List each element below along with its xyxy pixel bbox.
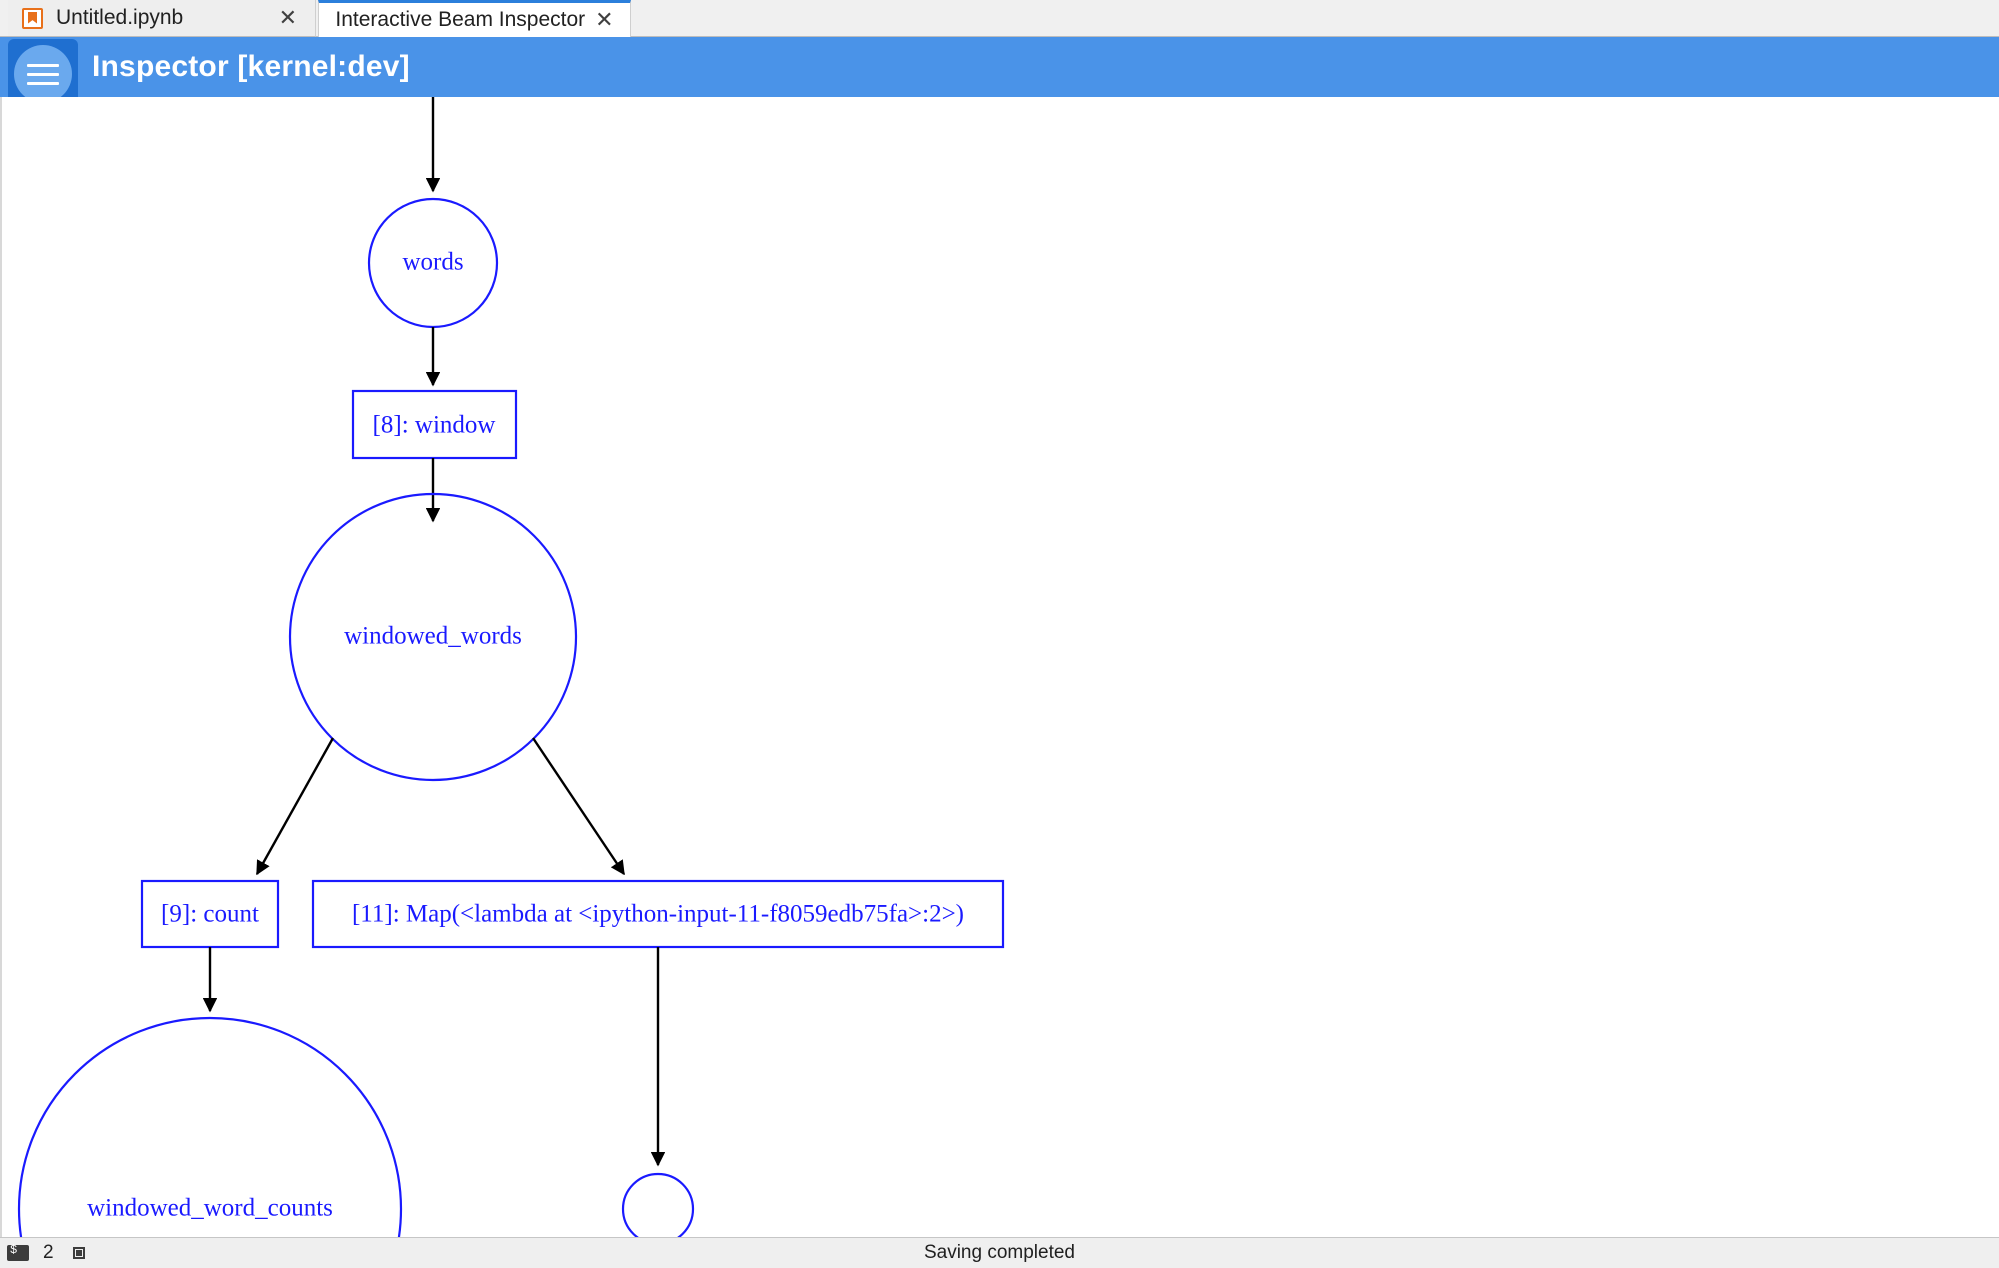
hamburger-icon — [27, 64, 59, 85]
status-message: Saving completed — [923, 1242, 1076, 1263]
tab-label: Interactive Beam Inspector — [335, 8, 586, 31]
tab-bar: Untitled.ipynb ✕ Interactive Beam Inspec… — [0, 0, 1999, 37]
inspector-header: Inspector [kernel:dev] — [0, 37, 1999, 109]
node-count-label: [9]: count — [161, 901, 259, 928]
terminal-icon[interactable] — [7, 1243, 29, 1261]
node-unnamed-shape[interactable] — [621, 1172, 695, 1237]
node-words-label: words — [402, 249, 463, 276]
node-window-label: [8]: window — [373, 412, 496, 439]
status-bar: 2 Saving completed — [0, 1237, 1999, 1268]
beam-graph-canvas[interactable]: words [8]: window windowed_words [9]: co… — [0, 97, 1999, 1237]
close-icon[interactable]: ✕ — [595, 7, 614, 32]
node-windowed-word-counts-label: windowed_word_counts — [87, 1195, 333, 1222]
kernel-icon[interactable] — [70, 1244, 88, 1262]
page-title: Inspector [kernel:dev] — [92, 50, 410, 83]
edge-windowed-words-to-map — [532, 737, 625, 876]
tab-interactive-beam-inspector[interactable]: Interactive Beam Inspector ✕ — [318, 0, 631, 37]
notebook-icon — [22, 7, 43, 29]
terminal-count: 2 — [43, 1242, 54, 1263]
node-windowed-words-shape[interactable] — [288, 492, 578, 782]
edge-windowed-words-to-count — [255, 737, 335, 876]
node-windowed-words-label: windowed_words — [344, 623, 522, 650]
node-map-label: [11]: Map(<lambda at <ipython-input-11-f… — [352, 901, 964, 928]
node-window-shape[interactable] — [351, 389, 518, 460]
node-windowed-word-counts-shape[interactable] — [17, 1016, 403, 1237]
close-icon[interactable]: ✕ — [278, 5, 297, 30]
beam-pipeline-graph: words [8]: window windowed_words [9]: co… — [17, 97, 1005, 1237]
tab-untitled-ipynb[interactable]: Untitled.ipynb ✕ — [8, 0, 316, 37]
tab-label: Untitled.ipynb — [56, 6, 184, 29]
